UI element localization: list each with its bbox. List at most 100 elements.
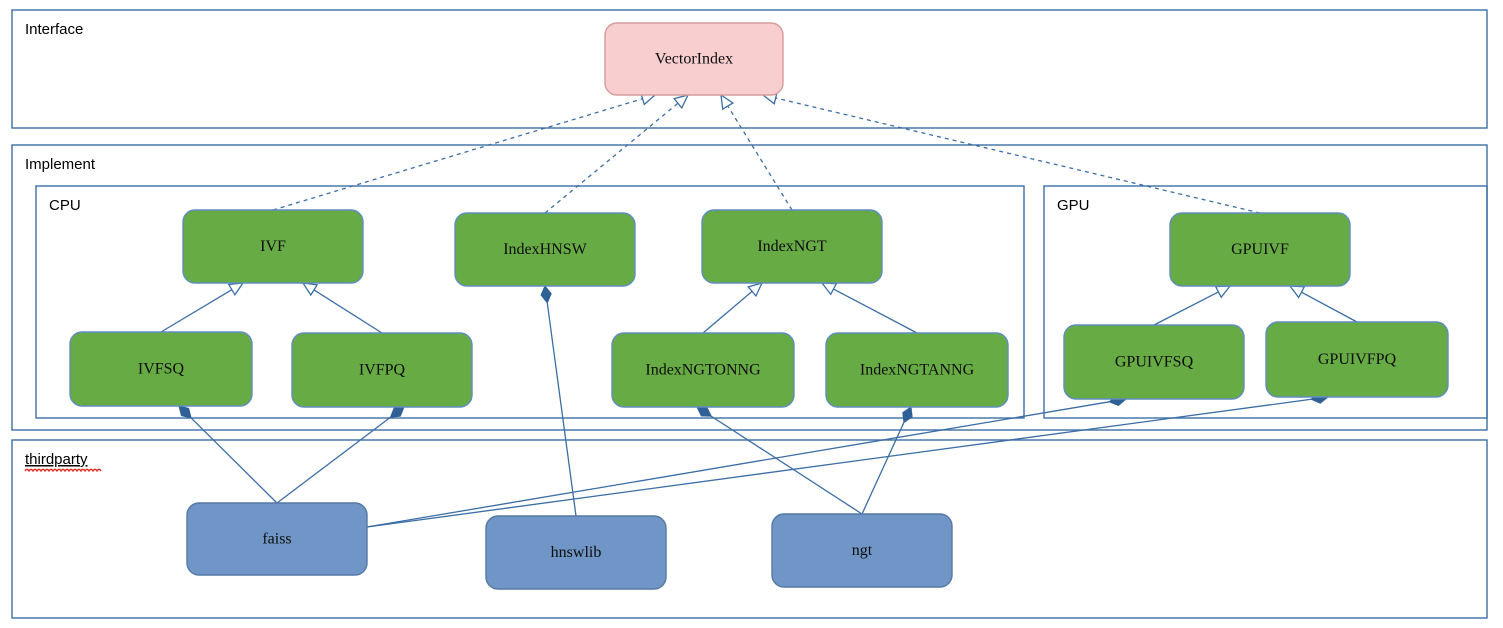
- group-label-thirdparty: thirdparty: [25, 451, 88, 468]
- arrowhead-solid-diamond: [178, 405, 192, 419]
- node-indexhnsw[interactable]: IndexHNSW: [454, 212, 636, 287]
- edge-line: [313, 289, 383, 334]
- edge-line: [546, 302, 577, 517]
- node-label-indexngtanng: IndexNGTANNG: [860, 362, 975, 379]
- edge-faiss-to-gpuivfsq: [366, 394, 1127, 528]
- node-box-gpuivfsq[interactable]: [1063, 324, 1245, 400]
- arrowhead-hollow-triangle: [301, 282, 319, 297]
- arrowhead-hollow-triangle: [673, 94, 690, 110]
- group-label-cpu: CPU: [49, 197, 81, 214]
- edge-gpuivf-to-vectorindex: [761, 91, 1261, 214]
- node-box-indexngtanng[interactable]: [825, 332, 1009, 408]
- edge-ngt-to-indexngtonng: [696, 406, 863, 515]
- node-box-vectorindex[interactable]: [604, 22, 784, 96]
- node-label-gpuivfpq: GPUIVFPQ: [1318, 351, 1397, 368]
- edge-line: [272, 98, 643, 211]
- node-box-gpuivfpq[interactable]: [1265, 321, 1449, 398]
- node-label-indexngtonng: IndexNGTONNG: [645, 362, 761, 379]
- group-border-interface: [11, 9, 1488, 129]
- node-ivfsq[interactable]: IVFSQ: [69, 331, 253, 407]
- group-border-thirdparty: [11, 439, 1488, 619]
- edge-indexngtanng-to-indexngt: [820, 282, 918, 334]
- edge-line: [366, 401, 1110, 528]
- arrowhead-hollow-triangle: [747, 281, 764, 298]
- node-indexngt[interactable]: IndexNGT: [701, 209, 883, 284]
- edge-line: [190, 417, 278, 504]
- node-box-ngt[interactable]: [771, 513, 953, 588]
- edge-faiss-to-ivfsq: [178, 405, 278, 504]
- node-box-hnswlib[interactable]: [485, 515, 667, 590]
- node-hnswlib[interactable]: hnswlib: [485, 515, 667, 590]
- node-box-indexngt[interactable]: [701, 209, 883, 284]
- node-box-indexngtonng[interactable]: [611, 332, 795, 408]
- node-vectorindex[interactable]: VectorIndex: [604, 22, 784, 96]
- node-ngt[interactable]: ngt: [771, 513, 953, 588]
- group-label-interface: Interface: [25, 21, 83, 38]
- spellcheck-underline: [24, 468, 102, 473]
- group-cpu: CPU: [35, 185, 1025, 419]
- node-label-gpuivfsq: GPUIVFSQ: [1115, 354, 1194, 371]
- node-gpuivf[interactable]: GPUIVF: [1169, 212, 1351, 287]
- node-label-ivfpq: IVFPQ: [359, 362, 406, 379]
- node-ivfpq[interactable]: IVFPQ: [291, 332, 473, 408]
- node-indexngtanng[interactable]: IndexNGTANNG: [825, 332, 1009, 408]
- edge-line: [833, 288, 918, 334]
- arrowhead-solid-diamond: [540, 285, 552, 304]
- group-border-gpu: [1043, 185, 1488, 419]
- node-label-indexhnsw: IndexHNSW: [503, 241, 587, 258]
- edge-gpuivfsq-to-gpuivf: [1153, 285, 1232, 326]
- group-gpu: GPU: [1043, 185, 1488, 419]
- edge-line: [544, 102, 679, 214]
- group-label-gpu: GPU: [1057, 197, 1090, 214]
- arrowhead-solid-diamond: [389, 406, 405, 418]
- node-gpuivfsq[interactable]: GPUIVFSQ: [1063, 324, 1245, 400]
- arrowhead-solid-diamond: [696, 406, 713, 417]
- node-box-ivf[interactable]: [182, 209, 364, 284]
- node-label-ngt: ngt: [852, 542, 873, 559]
- arrowhead-hollow-triangle: [1214, 285, 1232, 299]
- group-interface: Interface: [11, 9, 1488, 129]
- node-gpuivfpq[interactable]: GPUIVFPQ: [1265, 321, 1449, 398]
- edge-indexngtonng-to-indexngt: [702, 281, 764, 334]
- node-label-vectorindex: VectorIndex: [655, 51, 733, 68]
- edge-line: [861, 422, 905, 515]
- edge-ivfsq-to-ivf: [160, 282, 245, 333]
- node-box-ivfpq[interactable]: [291, 332, 473, 408]
- node-label-faiss: faiss: [262, 531, 291, 548]
- node-box-faiss[interactable]: [186, 502, 368, 576]
- node-label-indexngt: IndexNGT: [757, 238, 827, 255]
- edge-indexngt-to-vectorindex: [720, 93, 793, 211]
- node-label-ivf: IVF: [260, 238, 286, 255]
- arrowhead-solid-diamond: [902, 406, 913, 424]
- edge-line: [710, 415, 863, 515]
- edge-ivf-to-vectorindex: [272, 92, 657, 211]
- edge-line: [775, 97, 1261, 214]
- node-indexngtonng[interactable]: IndexNGTONNG: [611, 332, 795, 408]
- arrowhead-hollow-triangle: [227, 282, 245, 297]
- group-label-implement: Implement: [25, 156, 96, 173]
- edge-faiss-to-gpuivfpq: [366, 392, 1329, 528]
- group-border-cpu: [35, 185, 1025, 419]
- node-label-hnswlib: hnswlib: [551, 544, 602, 561]
- arrowhead-hollow-triangle: [1288, 285, 1306, 299]
- edge-line: [366, 398, 1312, 528]
- edge-line: [702, 290, 753, 334]
- node-faiss[interactable]: faiss: [186, 502, 368, 576]
- node-ivf[interactable]: IVF: [182, 209, 364, 284]
- edge-line: [1153, 291, 1219, 326]
- arrowhead-hollow-triangle: [820, 282, 838, 296]
- node-box-ivfsq[interactable]: [69, 331, 253, 407]
- node-box-indexhnsw[interactable]: [454, 212, 636, 287]
- node-label-gpuivf: GPUIVF: [1231, 241, 1289, 258]
- edge-line: [276, 416, 391, 504]
- group-thirdparty: thirdparty: [11, 439, 1488, 619]
- edge-hnswlib-to-indexhnsw: [540, 285, 577, 517]
- arrowhead-hollow-triangle: [720, 93, 735, 111]
- edge-ngt-to-indexngtanng: [861, 406, 913, 515]
- edge-line: [1301, 291, 1358, 323]
- node-box-gpuivf[interactable]: [1169, 212, 1351, 287]
- node-label-ivfsq: IVFSQ: [138, 361, 185, 378]
- edge-indexhnsw-to-vectorindex: [544, 94, 690, 214]
